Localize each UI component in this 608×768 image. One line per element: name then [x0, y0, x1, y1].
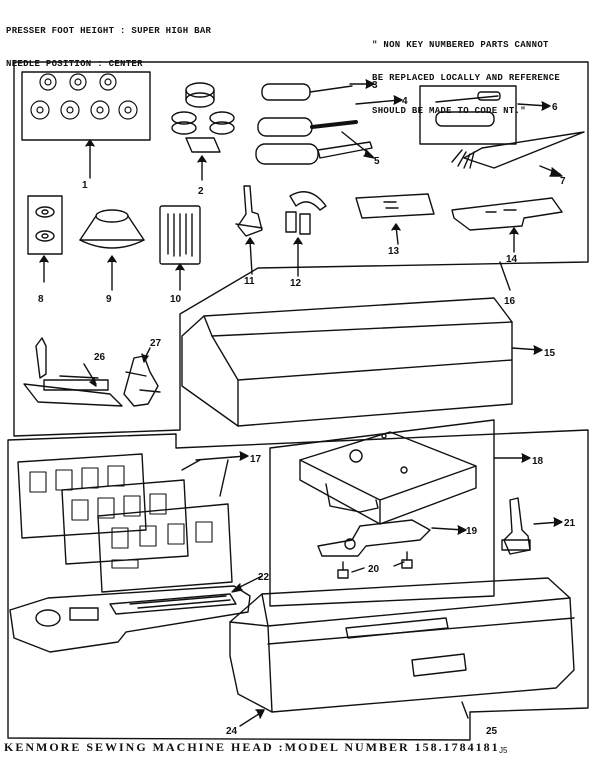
callout-21: 21 [564, 518, 576, 529]
hemmer-foot-part [501, 497, 531, 555]
callout-18: 18 [532, 456, 544, 467]
page-code: J5 [499, 746, 508, 755]
accessory-tray-part [9, 585, 251, 653]
presser-foot-part [235, 185, 263, 237]
presser-foot-note: PRESSER FOOT HEIGHT : SUPER HIGH BAR [6, 26, 212, 36]
free-arm-group-outline [269, 419, 495, 607]
carrying-case-part [229, 577, 575, 713]
callout-17: 17 [250, 454, 262, 465]
buttonhole-foot-part [285, 191, 327, 235]
pattern-cards-part [17, 453, 233, 593]
callout-10: 10 [170, 294, 182, 305]
callout-19: 19 [466, 526, 478, 537]
lint-brush-part [451, 131, 585, 169]
replacement-note-line-2: BE REPLACED LOCALLY AND REFERENCE [372, 73, 561, 83]
callout-16: 16 [504, 296, 516, 307]
callout-15: 15 [544, 348, 556, 359]
header-notes: PRESSER FOOT HEIGHT : SUPER HIGH BAR NEE… [6, 4, 211, 81]
zipper-foot-part [23, 337, 123, 407]
callout-6: 6 [552, 102, 558, 113]
callout-14: 14 [506, 254, 518, 265]
callout-1: 1 [82, 180, 88, 191]
screwdrivers-part [255, 83, 373, 165]
callout-4: 4 [402, 96, 408, 107]
feed-cover-plate-part [355, 193, 435, 219]
callout-11: 11 [244, 276, 255, 287]
callout-20: 20 [368, 564, 380, 575]
callout-12: 12 [290, 278, 302, 289]
callout-22: 22 [258, 572, 270, 583]
mounting-bracket-part [317, 519, 431, 557]
bobbins-part [171, 82, 235, 153]
free-arm-extension-part [299, 431, 477, 525]
callout-2: 2 [198, 186, 204, 197]
callout-3: 3 [372, 80, 378, 91]
replacement-note-line-1: " NON KEY NUMBERED PARTS CANNOT [372, 40, 549, 50]
replacement-note-line-3: SHOULD BE MADE TO CODE NT." [372, 106, 526, 116]
callout-13: 13 [388, 246, 400, 257]
special-foot-part [123, 355, 161, 407]
spool-caps-part [27, 195, 63, 255]
callout-24: 24 [226, 726, 238, 737]
spool-holder-part [79, 209, 145, 249]
callout-7: 7 [560, 176, 566, 187]
replacement-note: " NON KEY NUMBERED PARTS CANNOT BE REPLA… [372, 18, 560, 128]
callout-25: 25 [486, 726, 498, 737]
model-title: KENMORE SEWING MACHINE HEAD :MODEL NUMBE… [4, 740, 500, 754]
needle-pack-part [159, 205, 201, 265]
needle-plate-part [451, 197, 563, 231]
needle-position-note: NEEDLE POSITION : CENTER [6, 59, 143, 69]
callout-8: 8 [38, 294, 44, 305]
bobbins-card-part [21, 71, 151, 141]
seam-ripper-part [419, 85, 517, 145]
screws-part [337, 551, 413, 579]
accessories-group-outline [13, 61, 589, 437]
callout-27: 27 [150, 338, 162, 349]
machine-cover-part [181, 297, 513, 427]
storage-group-outline [7, 429, 589, 741]
callout-9: 9 [106, 294, 112, 305]
callout-5: 5 [374, 156, 380, 167]
callout-labels: 1 2 3 4 5 6 7 8 9 10 11 12 13 14 16 15 2… [38, 80, 576, 737]
callout-26: 26 [94, 352, 106, 363]
